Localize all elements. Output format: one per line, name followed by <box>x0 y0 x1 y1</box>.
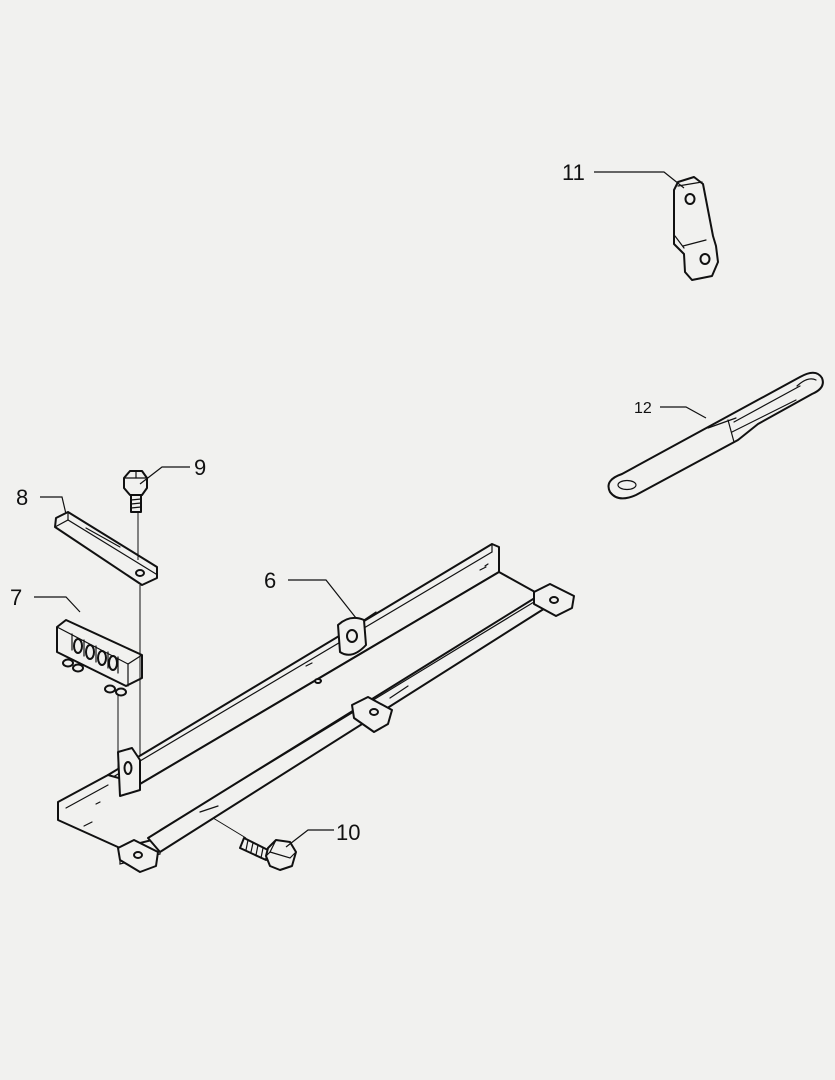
callout-11: 11 <box>562 160 585 185</box>
callout-10: 10 <box>336 820 360 845</box>
part-8-mounting-plate <box>54 511 158 586</box>
leader-10 <box>285 829 334 848</box>
callout-9: 9 <box>194 455 206 480</box>
leader-8 <box>40 496 67 515</box>
leader-11 <box>594 171 685 189</box>
leader-12 <box>660 406 707 419</box>
part-7-terminal-block <box>56 619 143 697</box>
callout-7: 7 <box>10 585 22 610</box>
leader-9 <box>139 466 190 485</box>
part-9-bolt <box>123 470 148 513</box>
callout-6: 6 <box>264 568 276 593</box>
leader-6 <box>288 579 357 619</box>
leader-7 <box>34 596 81 613</box>
part-11-strap-bracket <box>673 176 719 281</box>
callout-12: 12 <box>634 400 652 417</box>
part-6-mounting-rail <box>57 543 575 873</box>
part-12-flat-strap <box>607 371 824 500</box>
callout-8: 8 <box>16 485 28 510</box>
part-10-screw <box>239 837 297 871</box>
